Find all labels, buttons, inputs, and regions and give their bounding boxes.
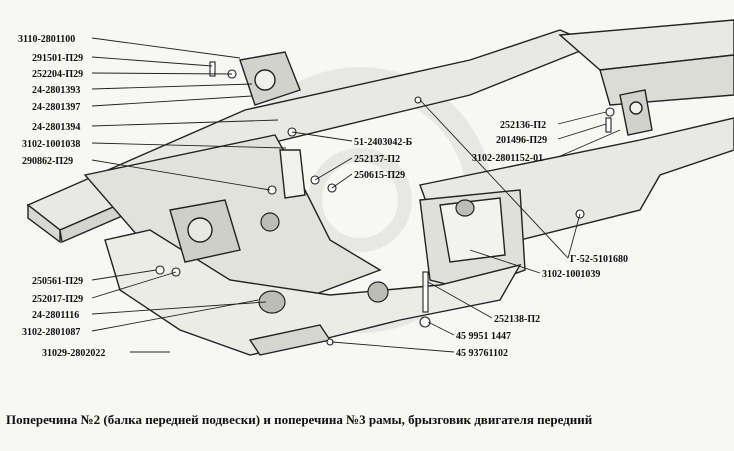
figure-caption: Поперечина №2 (балка передней подвески) … — [6, 412, 593, 427]
callout-label: 24-2801394 — [32, 122, 80, 133]
exploded-view-drawing — [26, 19, 734, 356]
callout-labels: 3110-2801100 291501-П29 252204-П29 24-28… — [18, 34, 628, 359]
callout-label: 291501-П29 — [32, 53, 83, 64]
engine-mount-center — [169, 199, 241, 263]
callout-label: 3102-1001039 — [542, 269, 600, 280]
crossmember-no3 — [419, 189, 526, 291]
callout-label: 290862-П29 — [22, 156, 73, 167]
callout-label: 252136-П2 — [500, 120, 546, 131]
engine-mount-right — [619, 89, 653, 136]
callout-label: 51-2403042-Б — [354, 137, 413, 148]
callout-label: 250561-П29 — [32, 276, 83, 287]
leader-lines — [91, 37, 621, 353]
fasteners — [155, 61, 615, 346]
callout-label: Г-52-5101680 — [570, 254, 628, 265]
labels-left: 3110-2801100 291501-П29 252204-П29 24-28… — [18, 34, 105, 359]
callout-label: 45 9951 1447 — [456, 331, 511, 342]
callout-label: 3102-1001038 — [22, 139, 80, 150]
callout-label: 24-2801393 — [32, 85, 80, 96]
engine-mount-top-left — [239, 51, 301, 106]
callout-label: 252137-П2 — [354, 154, 400, 165]
callout-label: 24-2801397 — [32, 102, 80, 113]
callout-label: 31029-2802022 — [42, 348, 105, 359]
callout-label: 250615-П29 — [354, 170, 405, 181]
callout-label: 201496-П29 — [496, 135, 547, 146]
callout-label: 3110-2801100 — [18, 34, 75, 45]
callout-label: 45 93761102 — [456, 348, 508, 359]
callout-label: 252138-П2 — [494, 314, 540, 325]
callout-label: 252017-П29 — [32, 294, 83, 305]
labels-right: 252136-П2 201496-П29 3102-2801152-01 Г-5… — [456, 120, 628, 359]
labels-center: 51-2403042-Б 252137-П2 250615-П29 — [354, 137, 413, 181]
callout-label: 24-2801116 — [32, 310, 79, 321]
callout-label: 252204-П29 — [32, 69, 83, 80]
rubber-cushions — [258, 199, 475, 314]
callout-label: 3102-2801087 — [22, 327, 80, 338]
callout-label: 3102-2801152-01 — [472, 153, 543, 164]
